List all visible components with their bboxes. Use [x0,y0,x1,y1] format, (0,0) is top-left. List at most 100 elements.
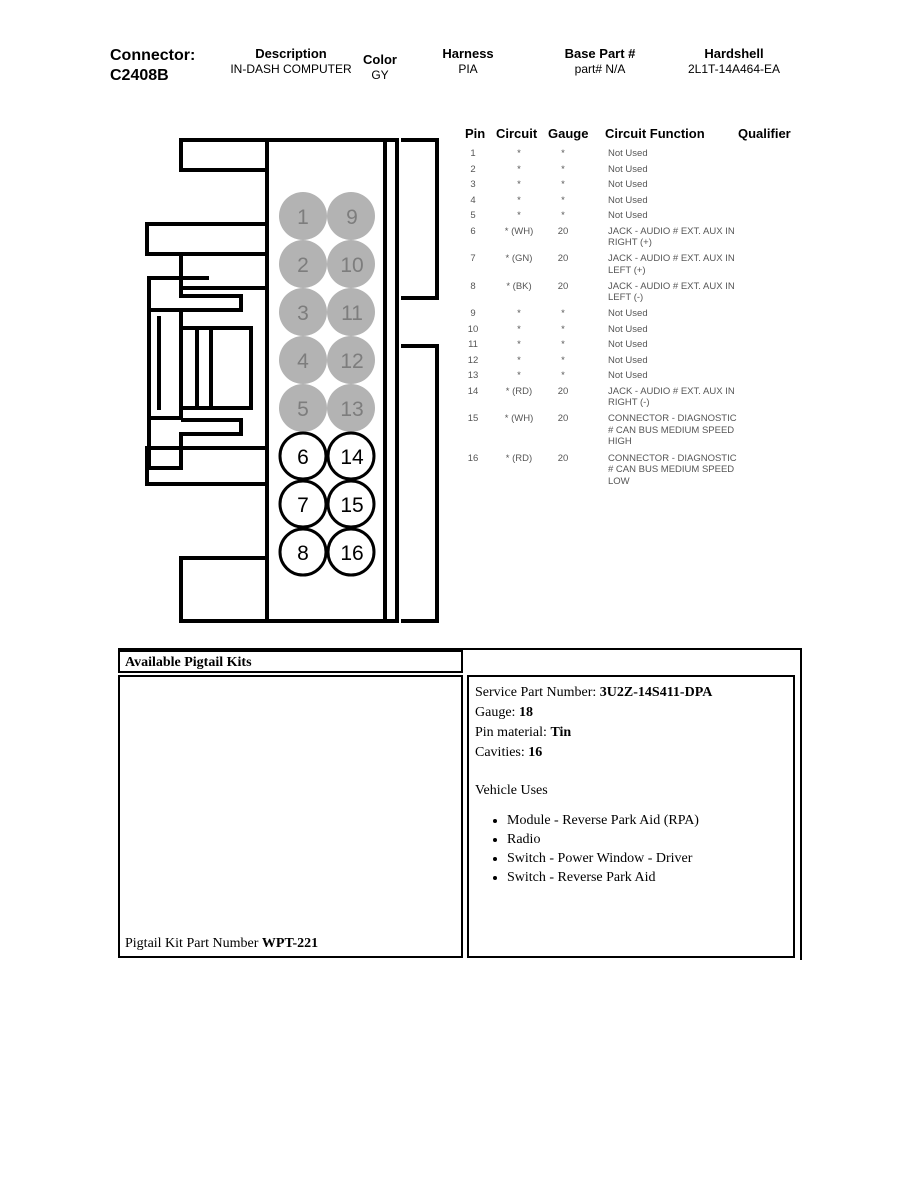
connector-value: C2408B [110,67,169,84]
pin-circle-5 [279,384,327,432]
cell-circuit: * (RD) [505,385,533,397]
cell-gauge: * [561,148,565,159]
cell-circuit: * (GN) [505,253,533,264]
hardshell-block: Hardshell 2L1T-14A464-EA [664,46,804,77]
pin-label-7: 7 [297,494,309,517]
cell-gauge: 20 [557,452,569,464]
description-value: IN-DASH COMPUTER [230,62,352,76]
list-item: Switch - Reverse Park Aid [507,868,793,887]
pin-circuit-table: Pin Circuit Gauge Circuit Function Quali… [460,126,810,492]
pin-label-12: 12 [340,350,363,373]
cell-function: Not Used [608,194,648,206]
table-row: 4 * * Not Used [460,195,810,207]
pin-circle-1 [279,192,327,240]
gauge-label: Gauge: [475,705,516,720]
cell-gauge: * [561,179,565,190]
cell-circuit: * [517,370,521,381]
list-item: Switch - Power Window - Driver [507,849,793,868]
cell-function: CONNECTOR - DIAGNOSTIC # CAN BUS MEDIUM … [608,452,737,487]
gauge-line: Gauge: 18 [475,703,793,723]
cell-pin: 3 [470,179,476,190]
pin-material-value: Tin [550,725,572,740]
cell-circuit: * [517,323,521,335]
cell-gauge: * [561,339,565,350]
pin-circle-4 [279,336,327,384]
pin-circle-7 [278,479,328,529]
list-item: Radio [507,830,793,849]
cell-gauge: 20 [557,253,569,264]
cell-function: JACK - AUDIO # EXT. AUX IN RIGHT (-) [608,385,735,409]
pin-label-2: 2 [297,254,309,277]
cell-circuit: * [517,148,521,159]
pin-circle-6 [278,431,328,481]
cell-pin: 11 [468,339,478,350]
cell-function: JACK - AUDIO # EXT. AUX IN LEFT (-) [608,280,735,304]
description-block: Description IN-DASH COMPUTER [230,46,352,77]
cell-pin: 14 [467,385,479,397]
table-row: 13 * * Not Used [460,370,810,382]
cell-function: Not Used [608,210,648,221]
pin-circle-16 [326,527,376,577]
cell-circuit: * (WH) [504,225,534,237]
pin-circle-8 [278,527,328,577]
gauge-value: 18 [518,705,533,720]
cavities-label: Cavities: [475,745,525,760]
cell-gauge: 20 [557,280,569,292]
table-row: 3 * * Not Used [460,179,810,191]
column-header-qualifier: Qualifier [738,126,791,141]
service-part-number-value: 3U2Z-14S411-DPA [599,685,713,700]
cavities-value: 16 [528,745,543,760]
cell-pin: 7 [470,253,476,264]
pin-label-5: 5 [297,398,309,421]
table-row: 2 * * Not Used [460,164,810,176]
cell-circuit: * [517,339,521,350]
pin-label-4: 4 [297,350,309,373]
pin-circle-15 [326,479,376,529]
base-part-value: part# N/A [574,62,626,76]
cell-function: Not Used [608,148,648,159]
hardshell-label: Hardshell [704,46,764,61]
color-value: GY [371,68,389,82]
pin-circle-13 [327,384,375,432]
cell-gauge: * [561,308,565,319]
cell-gauge: * [561,370,565,381]
vehicle-uses-title: Vehicle Uses [475,783,548,798]
cell-circuit: * [517,354,521,366]
cell-pin: 13 [467,370,479,381]
pin-circle-3 [279,288,327,336]
cell-circuit: * (BK) [506,280,532,292]
connector-id-block: Connector: C2408B [110,46,240,86]
list-item: Module - Reverse Park Aid (RPA) [507,811,793,830]
table-row: 7 * (GN) 20 JACK - AUDIO # EXT. AUX IN L… [460,253,810,277]
column-header-gauge: Gauge [548,126,589,141]
table-row: 14 * (RD) 20 JACK - AUDIO # EXT. AUX IN … [460,386,810,410]
pigtail-kits-title: Available Pigtail Kits [118,650,463,673]
pin-label-16: 16 [340,542,363,565]
cell-pin: 10 [467,323,479,335]
pin-material-line: Pin material: Tin [475,723,793,743]
cell-circuit: * (WH) [504,413,534,424]
cell-function: Not Used [608,308,648,319]
pin-label-8: 8 [297,542,309,565]
table-row: 9 * * Not Used [460,308,810,320]
hardshell-value: 2L1T-14A464-EA [687,62,781,76]
column-header-function: Circuit Function [605,126,705,141]
cell-gauge: * [561,163,565,175]
cell-gauge: * [561,210,565,221]
cell-pin: 8 [470,280,476,292]
pin-circle-11 [327,288,375,336]
pin-table-body: 1 * * Not Used 2 * * Not Used 3 * * Not … [460,148,810,489]
pin-label-13: 13 [340,398,363,421]
cavities-line: Cavities: 16 [475,743,793,763]
pin-circle-10 [327,240,375,288]
pin-table-header-row: Pin Circuit Gauge Circuit Function Quali… [460,126,810,144]
column-header-circuit: Circuit [496,126,538,141]
cell-circuit: * (RD) [505,452,533,464]
pin-label-9: 9 [346,206,358,229]
connector-diagram: 1 2 3 4 5 6 7 8 9 10 11 12 13 14 15 16 [145,138,445,623]
cell-gauge: 20 [557,385,569,397]
cell-circuit: * [517,308,521,319]
color-block: Color GY [346,52,414,83]
pigtail-kit-part-number-value: WPT-221 [261,936,319,951]
cell-pin: 1 [470,148,476,159]
